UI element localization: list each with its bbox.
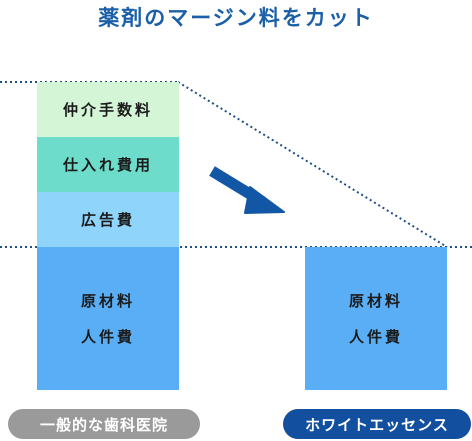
diagram-title: 薬剤のマージン料をカット: [98, 6, 374, 30]
segment-purchase-cost-label: 仕入れ費用: [62, 155, 153, 174]
segment-advertising-cost: 広告費: [37, 192, 179, 247]
segment-material-labor-left: 原材料 人件費: [37, 247, 179, 390]
labor-label-left: 人件費: [80, 327, 135, 346]
caption-general-clinic: 一般的な歯科医院: [8, 409, 200, 439]
caption-white-essence: ホワイトエッセンス: [283, 409, 471, 439]
material-label-right: 原材料: [348, 291, 403, 310]
segment-material-labor-right: 原材料 人件費: [305, 247, 447, 390]
segment-advertising-cost-label: 広告費: [80, 210, 135, 229]
segment-brokerage-fee-label: 仲介手数料: [62, 100, 153, 119]
material-label-left: 原材料: [80, 291, 135, 310]
segment-brokerage-fee: 仲介手数料: [37, 82, 179, 137]
slope-dotted-line: [177, 81, 448, 248]
segment-purchase-cost: 仕入れ費用: [37, 137, 179, 192]
arrow-down-right-icon: [209, 166, 285, 214]
labor-label-right: 人件費: [348, 327, 403, 346]
